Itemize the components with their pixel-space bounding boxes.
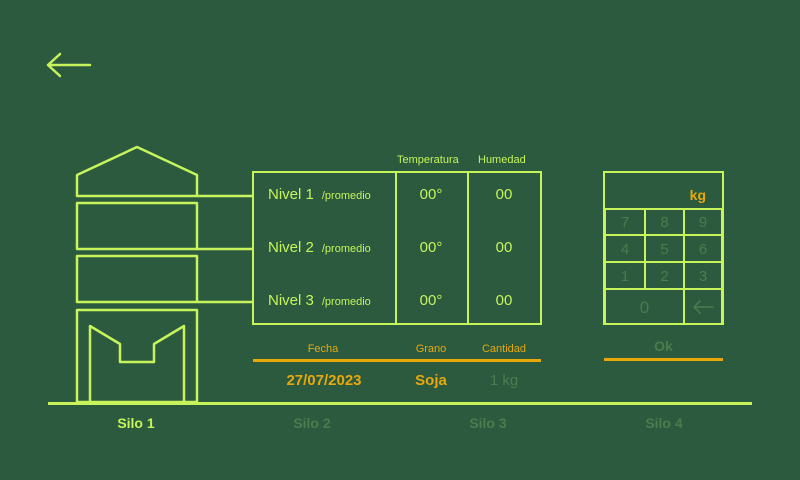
quantity-header: Cantidad	[481, 343, 527, 355]
key-4[interactable]: 4	[605, 235, 645, 262]
level-1-temperature: 00°	[419, 186, 443, 203]
level-2-humidity: 00	[495, 239, 513, 256]
backspace-key[interactable]	[684, 289, 722, 325]
ok-button[interactable]: Ok	[654, 338, 673, 354]
level-2-label: Nivel 2/promedio	[268, 239, 371, 256]
ok-underline	[604, 358, 723, 361]
grain-header: Grano	[415, 343, 447, 355]
info-divider	[253, 359, 541, 362]
date-value: 27/07/2023	[286, 372, 362, 389]
level-3-humidity: 00	[495, 292, 513, 309]
key-1[interactable]: 1	[605, 262, 645, 289]
level-3-label: Nivel 3/promedio	[268, 292, 371, 309]
key-5[interactable]: 5	[645, 235, 684, 262]
silo-illustration	[70, 140, 260, 410]
levels-table	[252, 171, 542, 325]
key-7[interactable]: 7	[605, 208, 645, 235]
numeric-keypad: kg 7 8 9 4 5 6 1 2 3 0	[603, 171, 724, 325]
level-1-label: Nivel 1/promedio	[268, 186, 371, 203]
keypad-display: kg	[605, 173, 722, 210]
ground-line	[48, 402, 752, 405]
arrow-left-icon	[46, 52, 92, 78]
key-8[interactable]: 8	[645, 208, 684, 235]
tab-silo-2[interactable]: Silo 2	[293, 415, 331, 431]
tab-silo-4[interactable]: Silo 4	[645, 415, 683, 431]
level-1-humidity: 00	[495, 186, 513, 203]
key-9[interactable]: 9	[684, 208, 722, 235]
key-6[interactable]: 6	[684, 235, 722, 262]
temperature-header: Temperatura	[397, 154, 459, 166]
key-2[interactable]: 2	[645, 262, 684, 289]
backspace-arrow-icon	[693, 300, 714, 314]
key-3[interactable]: 3	[684, 262, 722, 289]
quantity-value: 1 kg	[489, 372, 519, 389]
grain-value: Soja	[415, 372, 447, 389]
tab-silo-1[interactable]: Silo 1	[117, 415, 155, 431]
back-button[interactable]	[40, 46, 96, 84]
key-0[interactable]: 0	[605, 289, 684, 325]
unit-label: kg	[689, 187, 706, 203]
date-header: Fecha	[307, 343, 339, 355]
level-3-temperature: 00°	[419, 292, 443, 309]
level-2-temperature: 00°	[419, 239, 443, 256]
humidity-header: Humedad	[478, 154, 526, 166]
tab-silo-3[interactable]: Silo 3	[469, 415, 507, 431]
